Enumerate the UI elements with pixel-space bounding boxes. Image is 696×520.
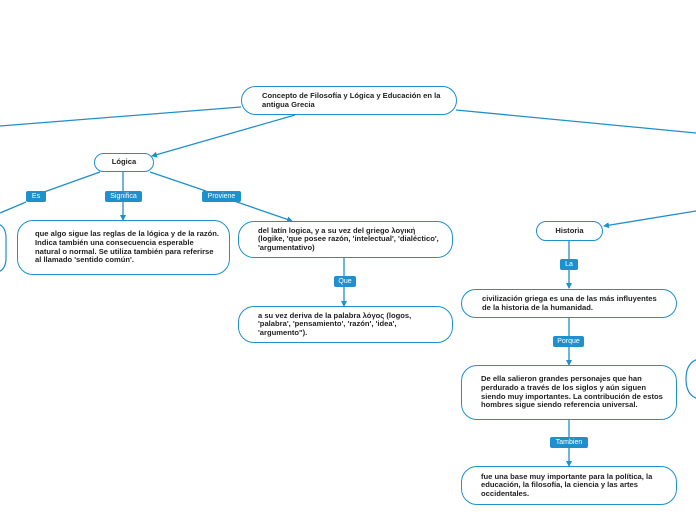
label-significa[interactable]: Significa	[105, 191, 142, 202]
node-historia[interactable]: Historia	[536, 221, 603, 241]
node-proviene-text: del latín logica, y a su vez del griego …	[258, 225, 439, 252]
node-significa[interactable]: que algo sigue las reglas de la lógica y…	[17, 220, 230, 275]
label-proviene[interactable]: Proviene	[202, 191, 241, 202]
node-tambien[interactable]: fue una base muy importante para la polí…	[461, 466, 677, 505]
label-la[interactable]: La	[560, 259, 578, 270]
node-tambien-text: fue una base muy importante para la polí…	[481, 471, 653, 498]
node-la-text: civilización griega es una de las más in…	[482, 293, 657, 312]
offscreen-node-left	[0, 224, 7, 272]
edge-proviene-node	[233, 200, 293, 223]
node-root-text: Concepto de Filosofía y Lógica y Educaci…	[262, 90, 441, 109]
node-porque-text: De ella salieron grandes personajes que …	[481, 374, 663, 410]
node-que[interactable]: a su vez deriva de la palabra λόγος (log…	[238, 306, 453, 343]
node-que-text: a su vez deriva de la palabra λόγος (log…	[258, 310, 412, 337]
edge-logica-proviene	[149, 171, 207, 192]
node-logica-text: Lógica	[111, 157, 137, 167]
node-historia-text: Historia	[555, 225, 584, 235]
edge-root-left	[0, 106, 242, 127]
node-porque[interactable]: De ella salieron grandes personajes que …	[461, 365, 677, 420]
node-root[interactable]: Concepto de Filosofía y Lógica y Educaci…	[241, 86, 457, 115]
label-que[interactable]: Que	[334, 276, 356, 287]
edge-root-logica	[151, 114, 296, 158]
edge-es-offscreen	[0, 201, 27, 214]
node-logica[interactable]: Lógica	[94, 153, 154, 172]
label-porque[interactable]: Porque	[553, 336, 584, 347]
offscreen-node-right	[685, 359, 696, 399]
edge-root-right	[455, 109, 696, 134]
label-tambien[interactable]: Tambien	[550, 437, 588, 448]
node-la[interactable]: civilización griega es una de las más in…	[461, 289, 677, 318]
node-significa-text: que algo sigue las reglas de la lógica y…	[35, 229, 220, 265]
edge-logica-es	[43, 171, 101, 193]
edge-offscreen-historia	[603, 210, 696, 229]
label-es[interactable]: Es	[26, 191, 46, 202]
node-proviene[interactable]: del latín logica, y a su vez del griego …	[238, 221, 453, 258]
